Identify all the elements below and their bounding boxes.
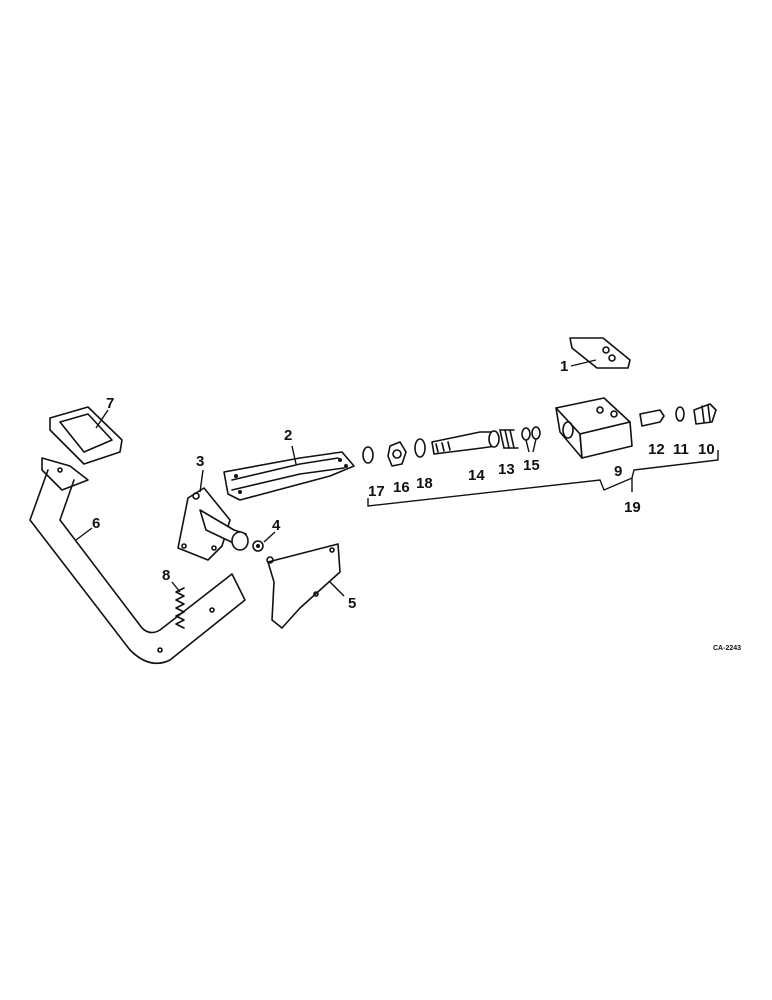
callout-4: 4 [272, 517, 281, 534]
part-6-pedal-arm [29, 457, 246, 665]
callout-2: 2 [284, 427, 292, 444]
part-16-nut [387, 441, 407, 467]
callout-10: 10 [698, 441, 715, 458]
callout-15: 15 [523, 457, 540, 474]
callout-19: 19 [624, 499, 641, 516]
part-11-o-ring [675, 406, 685, 422]
part-15-rings [521, 426, 541, 453]
callout-1: 1 [560, 358, 568, 375]
callout-16: 16 [393, 479, 410, 496]
part-2-link-rod [223, 445, 355, 501]
drawing-code: CA-2243 [713, 645, 741, 652]
part-14-plunger [431, 430, 500, 455]
part-12-pin [639, 409, 665, 427]
callout-18: 18 [416, 475, 433, 492]
part-13-spring [499, 429, 519, 449]
part-5-mounting-plate [266, 543, 345, 629]
callout-5: 5 [348, 595, 356, 612]
part-18-o-ring [414, 438, 426, 458]
callout-7: 7 [106, 395, 114, 412]
callout-6: 6 [92, 515, 100, 532]
callout-14: 14 [468, 467, 485, 484]
callout-9: 9 [614, 463, 622, 480]
part-10-fitting [693, 403, 717, 425]
callout-8: 8 [162, 567, 170, 584]
callout-17: 17 [368, 483, 385, 500]
callout-13: 13 [498, 461, 515, 478]
callout-3: 3 [196, 453, 204, 470]
part-8-spring [171, 581, 185, 629]
part-7-pedal-pad [49, 406, 123, 465]
part-19-assembly-bracket [367, 450, 719, 507]
part-4-bolt [252, 531, 276, 552]
part-1-bracket [569, 337, 631, 369]
part-3-pivot-bracket [177, 469, 249, 561]
part-17-washer [362, 446, 374, 464]
part-9-valve-block [555, 397, 633, 459]
callout-12: 12 [648, 441, 665, 458]
callout-11: 11 [673, 441, 689, 458]
